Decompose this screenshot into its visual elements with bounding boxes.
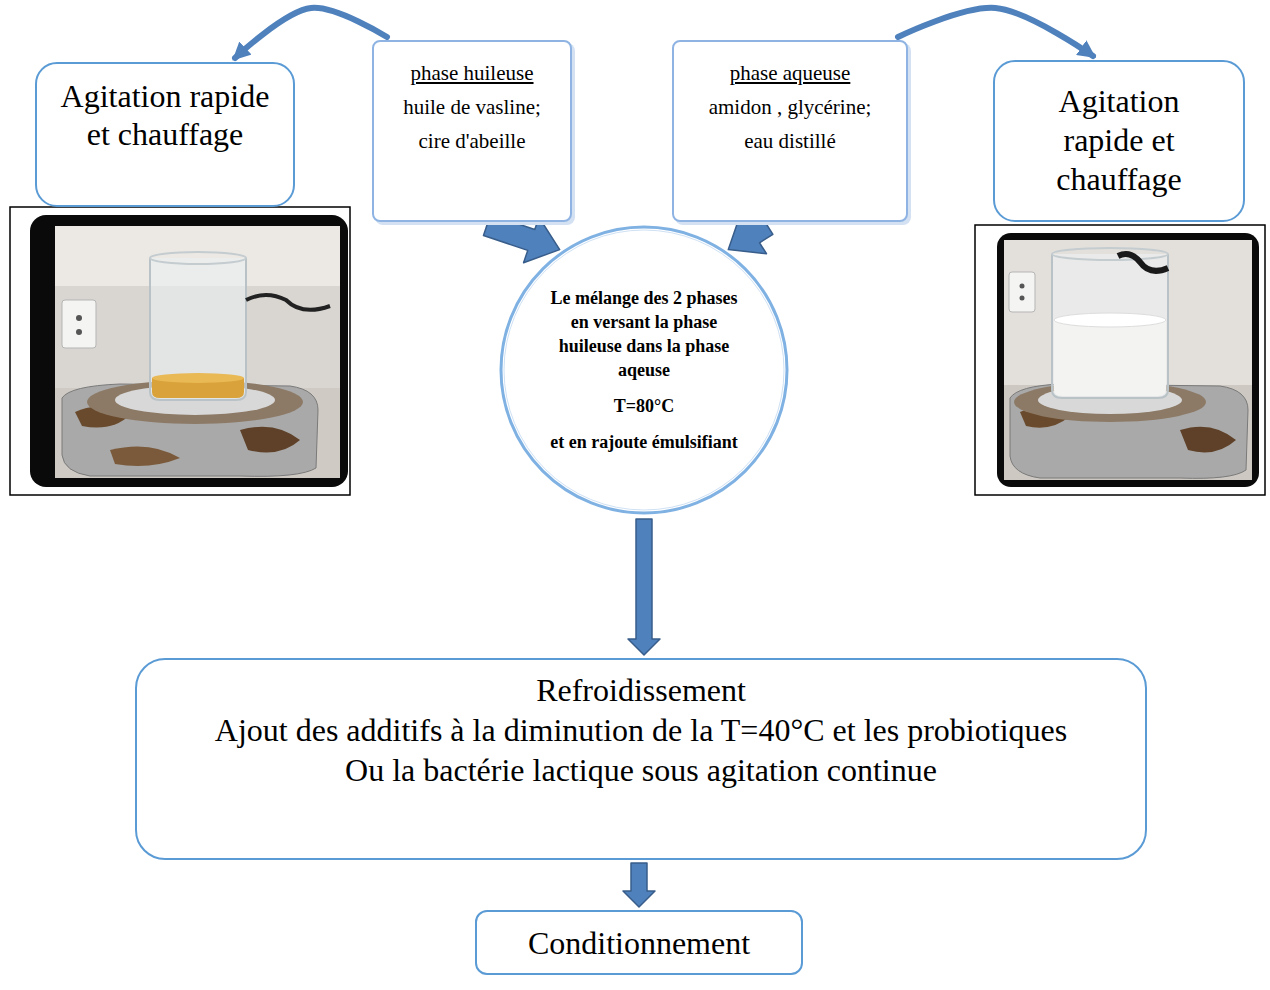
wall-socket bbox=[62, 300, 96, 348]
foil-stain bbox=[1180, 427, 1236, 453]
step-box: Agitation rapide et chauffage bbox=[35, 62, 295, 207]
photo-frame bbox=[975, 225, 1265, 495]
wall-socket bbox=[1009, 272, 1035, 312]
socket-hole bbox=[76, 315, 82, 321]
photo-ground bbox=[30, 215, 348, 487]
hotplate-photo bbox=[975, 225, 1265, 495]
aqueous-phase bbox=[1054, 313, 1166, 327]
beaker bbox=[1052, 254, 1168, 398]
circle-outline bbox=[504, 230, 784, 510]
foil-stain bbox=[240, 427, 300, 453]
box-text: Conditionnement bbox=[528, 924, 750, 962]
process-box: Conditionnement bbox=[475, 910, 803, 975]
step-description: Ajout des additifs à la diminution de la… bbox=[201, 710, 1081, 790]
photo-frame bbox=[10, 207, 350, 495]
circle-outline bbox=[501, 227, 787, 513]
mixing-circle: Le mélange des 2 phases en versant la ph… bbox=[498, 224, 790, 516]
power-cable bbox=[246, 295, 330, 310]
phase-box: phase huileusehuile de vasline; cire d'a… bbox=[372, 40, 572, 222]
process-box: RefroidissementAjout des additifs à la d… bbox=[135, 658, 1147, 860]
beaker-rim bbox=[1052, 248, 1168, 260]
power-cable bbox=[1118, 254, 1168, 271]
aqueous-phase bbox=[1054, 320, 1166, 396]
box-text: Agitation rapide et chauffage bbox=[1029, 82, 1209, 199]
beaker-rim bbox=[150, 252, 246, 264]
photo-wall bbox=[1004, 240, 1252, 480]
socket-hole bbox=[1020, 284, 1025, 289]
temperature-text: T=80°C bbox=[614, 394, 674, 418]
hotplate-photo bbox=[10, 207, 350, 495]
phase-heading: phase huileuse bbox=[410, 56, 533, 90]
circle-text: Le mélange des 2 phases en versant la ph… bbox=[544, 286, 744, 382]
photo-ground bbox=[997, 233, 1259, 487]
phase-heading: phase aqueuse bbox=[730, 56, 851, 90]
block-arrow bbox=[623, 863, 655, 907]
ingredient-list: amidon , glycérine; eau distillé bbox=[700, 90, 880, 158]
socket-hole bbox=[76, 329, 82, 335]
block-arrow bbox=[628, 519, 660, 655]
ingredient-list: huile de vasline; cire d'abeille bbox=[392, 90, 552, 158]
circle-text: et en rajoute émulsifiant bbox=[550, 430, 737, 454]
step-box: Agitation rapide et chauffage bbox=[993, 60, 1245, 222]
foil-stain bbox=[110, 446, 180, 466]
beaker bbox=[150, 258, 246, 400]
oily-phase bbox=[152, 373, 244, 383]
curved-arrow bbox=[235, 8, 387, 58]
photo-wall bbox=[55, 226, 340, 478]
curved-arrow bbox=[898, 8, 1093, 56]
photo-bench bbox=[1004, 385, 1252, 480]
box-text: Agitation rapide et chauffage bbox=[53, 77, 278, 153]
phase-box: phase aqueuseamidon , glycérine; eau dis… bbox=[672, 40, 908, 222]
step-heading: Refroidissement bbox=[536, 670, 746, 710]
socket-hole bbox=[1020, 296, 1025, 301]
